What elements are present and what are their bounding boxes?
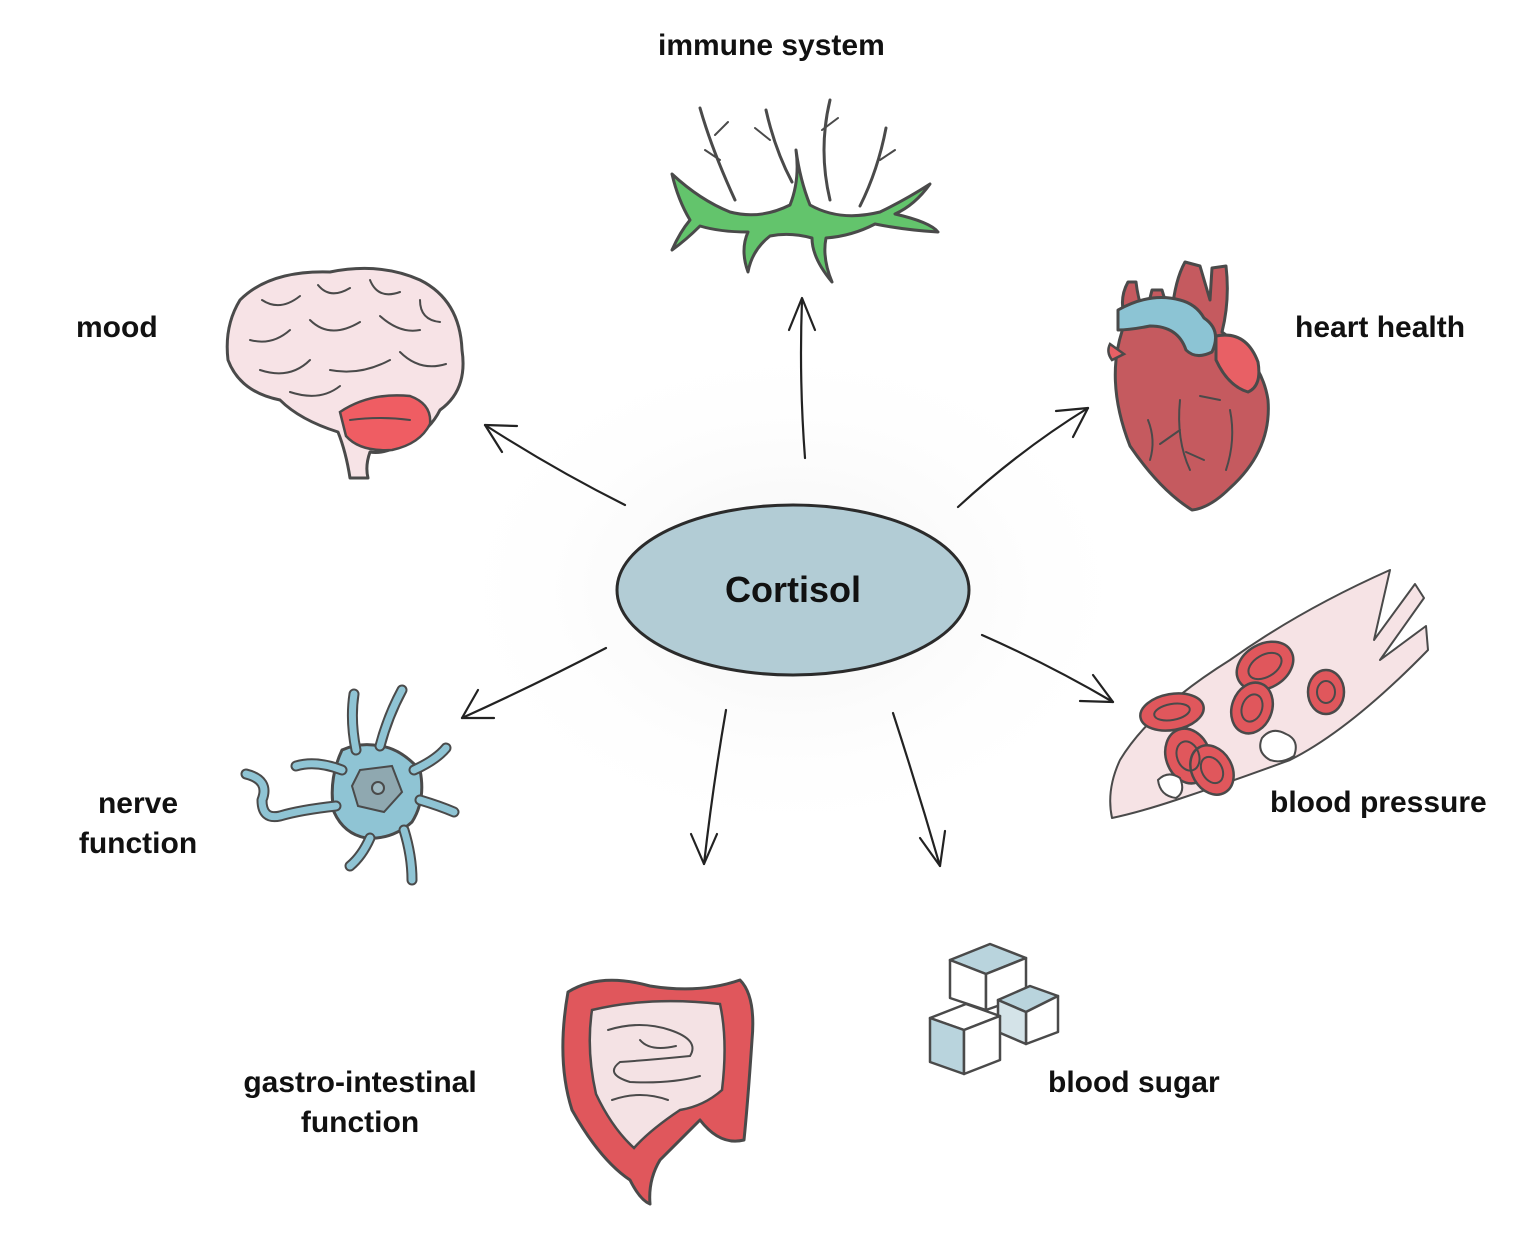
nerve-function-line1: nerve [97, 787, 179, 820]
sugar-cubes-icon [928, 942, 1060, 1076]
brain-icon [225, 266, 465, 480]
neuron-icon [240, 684, 460, 886]
arrows [460, 296, 1115, 868]
cortisol-label: Cortisol [724, 569, 861, 610]
mood-label: mood [76, 311, 158, 344]
heart-health-label: heart health [1295, 311, 1466, 344]
nerve-function-line2: function [78, 827, 198, 860]
blood-pressure-label: blood pressure [1270, 786, 1487, 819]
blood-vessel-icon [1109, 569, 1429, 819]
immune-cell-icon [670, 98, 940, 284]
cortisol-node [615, 503, 971, 677]
blood-sugar-label: blood sugar [1048, 1066, 1220, 1099]
arrow-to-blood-sugar [891, 711, 947, 868]
gastro-intestinal-line2: function [300, 1106, 420, 1139]
heart-icon [1107, 260, 1270, 512]
arrow-to-heart-health [956, 406, 1090, 509]
gastro-intestinal-label: gastro-intestinal function [220, 1063, 500, 1143]
arrow-to-immune-system [787, 296, 817, 460]
immune-system-label: immune system [658, 29, 885, 62]
intestine-icon [561, 978, 755, 1206]
gastro-intestinal-line1: gastro-intestinal [243, 1066, 477, 1099]
arrow-to-blood-pressure [980, 633, 1115, 704]
nerve-function-label: nerve function [58, 784, 218, 864]
arrow-to-mood [483, 423, 627, 507]
arrow-to-nerve-function [460, 646, 608, 720]
arrow-to-gastro-intestinal [689, 708, 728, 866]
